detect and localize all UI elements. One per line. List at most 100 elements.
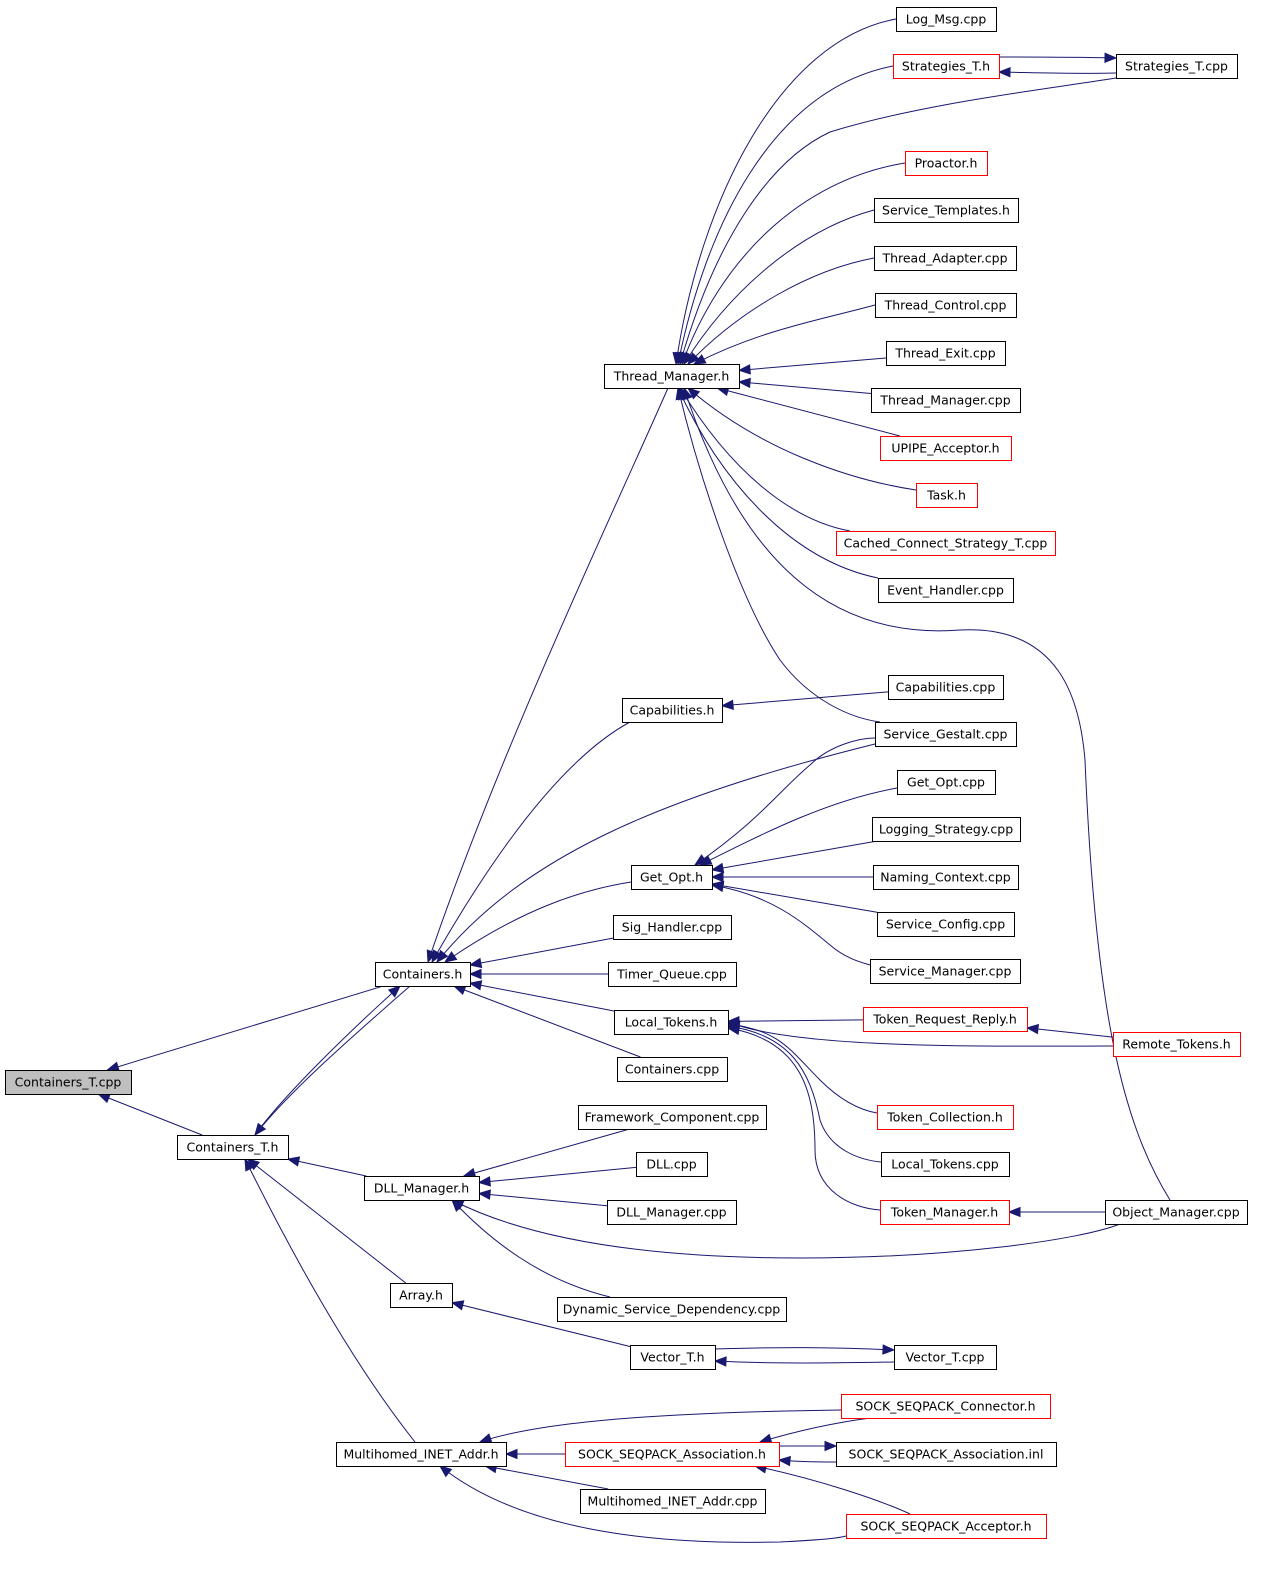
node-containers_t_h[interactable]: Containers_T.h — [177, 1135, 289, 1160]
node-local_tokens_h[interactable]: Local_Tokens.h — [614, 1010, 729, 1035]
node-get_opt_h[interactable]: Get_Opt.h — [631, 865, 713, 890]
node-box — [608, 962, 737, 987]
node-containers_cpp[interactable]: Containers.cpp — [617, 1057, 728, 1082]
node-containers_t_cpp[interactable]: Containers_T.cpp — [5, 1070, 132, 1095]
node-thread_manager_h[interactable]: Thread_Manager.h — [604, 364, 740, 389]
arrowhead — [477, 1189, 491, 1200]
node-capabilities_cpp[interactable]: Capabilities.cpp — [888, 675, 1004, 700]
node-timer_queue_cpp[interactable]: Timer_Queue.cpp — [608, 962, 737, 987]
edge-thread_manager_cpp-to-thread_manager_h — [737, 377, 872, 394]
node-label: DLL_Manager.cpp — [616, 1205, 726, 1220]
node-box — [877, 1105, 1014, 1130]
node-token_request_reply_h[interactable]: Token_Request_Reply.h — [863, 1007, 1028, 1032]
edge-service_gestalt_cpp-to-thread_manager_h — [675, 386, 881, 723]
node-token_manager_h[interactable]: Token_Manager.h — [880, 1200, 1010, 1225]
node-box — [607, 1200, 737, 1225]
node-label: Logging_Strategy.cpp — [879, 822, 1013, 837]
node-box — [336, 1442, 507, 1467]
node-cached_connect_strategy_t_cpp[interactable]: Cached_Connect_Strategy_T.cpp — [836, 531, 1056, 556]
node-sock_seqpack_association_h[interactable]: SOCK_SEQPACK_Association.h — [565, 1442, 780, 1467]
node-box — [636, 1152, 708, 1177]
node-multihomed_inet_addr_cpp[interactable]: Multihomed_INET_Addr.cpp — [580, 1489, 766, 1514]
node-service_config_cpp[interactable]: Service_Config.cpp — [877, 912, 1015, 937]
node-vector_t_cpp[interactable]: Vector_T.cpp — [894, 1345, 997, 1370]
node-box — [872, 817, 1021, 842]
node-token_collection_h[interactable]: Token_Collection.h — [877, 1105, 1014, 1130]
node-label: Token_Collection.h — [886, 1110, 1003, 1125]
arrowhead — [468, 957, 483, 969]
node-upipe_acceptor_h[interactable]: UPIPE_Acceptor.h — [880, 436, 1012, 461]
node-label: Thread_Adapter.cpp — [881, 251, 1007, 266]
edge-sock_seqpack_acceptor_h-to-multihomed_inet_addr_h — [438, 1465, 847, 1543]
node-label: DLL.cpp — [646, 1157, 696, 1172]
edge-object_manager_cpp-to-thread_manager_h — [682, 386, 1171, 1201]
node-label: Token_Request_Reply.h — [872, 1012, 1017, 1027]
edge-multihomed_inet_addr_cpp-to-multihomed_inet_addr_h — [483, 1462, 609, 1490]
node-thread_adapter_cpp[interactable]: Thread_Adapter.cpp — [874, 246, 1017, 271]
arrowhead — [450, 1300, 465, 1311]
node-service_manager_cpp[interactable]: Service_Manager.cpp — [870, 959, 1021, 984]
node-containers_h[interactable]: Containers.h — [375, 962, 471, 987]
node-thread_control_cpp[interactable]: Thread_Control.cpp — [875, 293, 1017, 318]
edge-vector_t_h-to-array_h — [450, 1300, 631, 1348]
arrowhead — [683, 351, 695, 366]
node-local_tokens_cpp[interactable]: Local_Tokens.cpp — [881, 1152, 1010, 1177]
node-label: Object_Manager.cpp — [1112, 1205, 1239, 1220]
node-sock_seqpack_association_inl[interactable]: SOCK_SEQPACK_Association.inl — [836, 1442, 1057, 1467]
node-capabilities_h[interactable]: Capabilities.h — [622, 698, 723, 723]
node-dynamic_service_dependency_cpp[interactable]: Dynamic_Service_Dependency.cpp — [557, 1297, 787, 1322]
arrowhead — [468, 968, 482, 980]
arrowhead — [737, 364, 751, 375]
node-strategies_t_cpp[interactable]: Strategies_T.cpp — [1116, 54, 1238, 79]
node-vector_t_h[interactable]: Vector_T.h — [630, 1345, 716, 1370]
node-sig_handler_cpp[interactable]: Sig_Handler.cpp — [613, 915, 732, 940]
node-proactor_h[interactable]: Proactor.h — [905, 151, 988, 176]
edge-strategies_t_h-to-thread_manager_h — [675, 65, 894, 366]
node-dll_manager_cpp[interactable]: DLL_Manager.cpp — [607, 1200, 737, 1225]
edge-thread_adapter_cpp-to-thread_manager_h — [687, 257, 875, 365]
edge-get_opt_h-to-containers_h — [443, 881, 632, 963]
node-thread_manager_cpp[interactable]: Thread_Manager.cpp — [871, 388, 1021, 413]
node-label: Sig_Handler.cpp — [622, 920, 722, 935]
node-box — [871, 388, 1021, 413]
node-dll_manager_h[interactable]: DLL_Manager.h — [364, 1176, 480, 1201]
node-box — [875, 293, 1017, 318]
node-label: Task.h — [926, 488, 966, 503]
arrowhead — [758, 1433, 773, 1444]
node-box — [877, 912, 1015, 937]
node-label: Framework_Component.cpp — [585, 1110, 760, 1125]
arrowhead — [710, 871, 724, 883]
node-log_msg_cpp[interactable]: Log_Msg.cpp — [896, 7, 997, 32]
node-box — [875, 722, 1017, 747]
arrowhead — [720, 699, 734, 711]
arrowhead — [431, 949, 443, 964]
node-get_opt_cpp[interactable]: Get_Opt.cpp — [897, 770, 996, 795]
node-framework_component_cpp[interactable]: Framework_Component.cpp — [578, 1105, 767, 1130]
node-label: Thread_Exit.cpp — [894, 346, 995, 361]
edge-sock_seqpack_connector_h-to-sock_seqpack_association_h — [758, 1417, 871, 1444]
node-strategies_t_h[interactable]: Strategies_T.h — [893, 54, 1000, 79]
node-box — [177, 1135, 289, 1160]
node-box — [846, 1514, 1047, 1539]
node-service_templates_h[interactable]: Service_Templates.h — [874, 198, 1019, 223]
node-dll_cpp[interactable]: DLL.cpp — [636, 1152, 708, 1177]
node-object_manager_cpp[interactable]: Object_Manager.cpp — [1105, 1200, 1248, 1225]
node-task_h[interactable]: Task.h — [916, 483, 978, 508]
node-naming_context_cpp[interactable]: Naming_Context.cpp — [873, 865, 1019, 890]
arrowhead — [1007, 1206, 1021, 1218]
node-logging_strategy_cpp[interactable]: Logging_Strategy.cpp — [872, 817, 1021, 842]
node-multihomed_inet_addr_h[interactable]: Multihomed_INET_Addr.h — [336, 1442, 507, 1467]
arrowhead — [687, 352, 700, 365]
node-remote_tokens_h[interactable]: Remote_Tokens.h — [1113, 1032, 1241, 1057]
node-event_handler_cpp[interactable]: Event_Handler.cpp — [878, 578, 1014, 603]
node-service_gestalt_cpp[interactable]: Service_Gestalt.cpp — [875, 722, 1017, 747]
node-sock_seqpack_connector_h[interactable]: SOCK_SEQPACK_Connector.h — [841, 1394, 1051, 1419]
edge-containers_h-to-containers_t_h — [254, 985, 411, 1137]
edge-sig_handler_cpp-to-containers_h — [468, 937, 614, 969]
arrowhead — [468, 980, 483, 991]
node-array_h[interactable]: Array.h — [390, 1283, 453, 1308]
arrowhead — [686, 387, 701, 400]
node-box — [631, 865, 713, 890]
node-thread_exit_cpp[interactable]: Thread_Exit.cpp — [886, 341, 1006, 366]
node-sock_seqpack_acceptor_h[interactable]: SOCK_SEQPACK_Acceptor.h — [846, 1514, 1047, 1539]
